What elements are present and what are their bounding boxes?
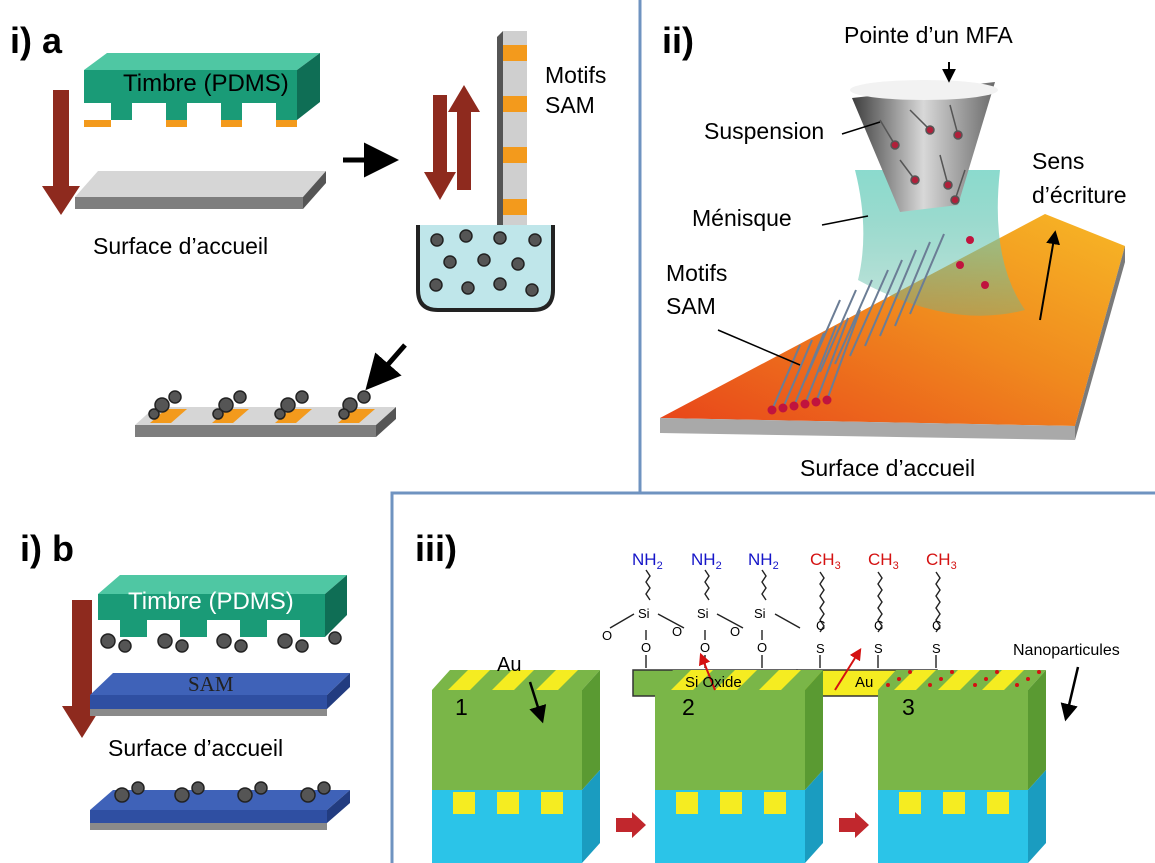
panel-label-ii: ii) [662,20,694,61]
oxygen-atom-1: O [641,640,652,655]
writing-direction-label-1: Sens [1032,148,1085,174]
nanoparticles-label: Nanoparticules [1013,642,1120,659]
methyl-group-3: CH3 [926,550,957,572]
carbon-atom-2: C [874,618,884,633]
carbon-atom-1: C [816,618,826,633]
methyl-group-2: CH3 [868,550,899,572]
silicon-atom-1: Si [638,606,650,621]
oxygen-atom-left: O [602,628,613,643]
panel-iii-graphics [432,569,1080,863]
sam-patterns-label-ii-2: SAM [666,293,716,319]
target-surface-label-ib: Surface d’accueil [108,735,284,761]
target-surface-label-ii: Surface d’accueil [800,455,976,481]
suspension-label: Suspension [704,118,825,144]
stamp-label-ib: Timbre (PDMS) [128,588,294,615]
writing-direction-label-2: d’écriture [1032,182,1127,208]
silicon-atom-3: Si [754,606,766,621]
meniscus-label: Ménisque [692,205,792,231]
methyl-group-1: CH3 [810,550,841,572]
panel-label-ia: i) a [10,20,63,61]
panel-ia-graphics [42,31,555,437]
sam-layer-label: SAM [188,672,234,696]
au-substrate-label: Au [855,674,874,691]
step-number-1: 1 [455,694,468,720]
sulfur-atom-2: S [874,641,883,656]
divider-panel-iii [390,491,1155,863]
stamp-label-ia: Timbre (PDMS) [123,70,289,97]
sulfur-atom-1: S [816,641,825,656]
gold-stripe-label: Au [497,654,522,676]
oxygen-atom-2: O [700,640,711,655]
oxygen-atom-bridge-1: O [672,624,683,639]
afm-tip-label: Pointe d’un MFA [844,22,1013,48]
silicon-atom-2: Si [697,606,709,621]
amine-group-1: NH2 [632,550,663,572]
panel-label-ib: i) b [20,528,74,569]
sam-patterns-label-ia-2: SAM [545,92,595,118]
sam-patterns-label-ii-1: Motifs [666,260,728,286]
panel-ib-graphics [62,575,350,830]
amine-group-3: NH2 [748,550,779,572]
oxygen-atom-bridge-2: O [730,624,741,639]
target-surface-label-ia: Surface d’accueil [93,233,269,259]
amine-group-2: NH2 [691,550,722,572]
step-number-2: 2 [682,694,695,720]
oxygen-atom-3: O [757,640,768,655]
panel-ii-graphics [660,62,1125,440]
sulfur-atom-3: S [932,641,941,656]
sam-patterns-label-ia-1: Motifs [545,62,607,88]
si-oxide-substrate-label: Si Oxide [685,674,742,691]
step-number-3: 3 [902,694,915,720]
carbon-atom-3: C [932,618,942,633]
panel-label-iii: iii) [415,528,457,569]
